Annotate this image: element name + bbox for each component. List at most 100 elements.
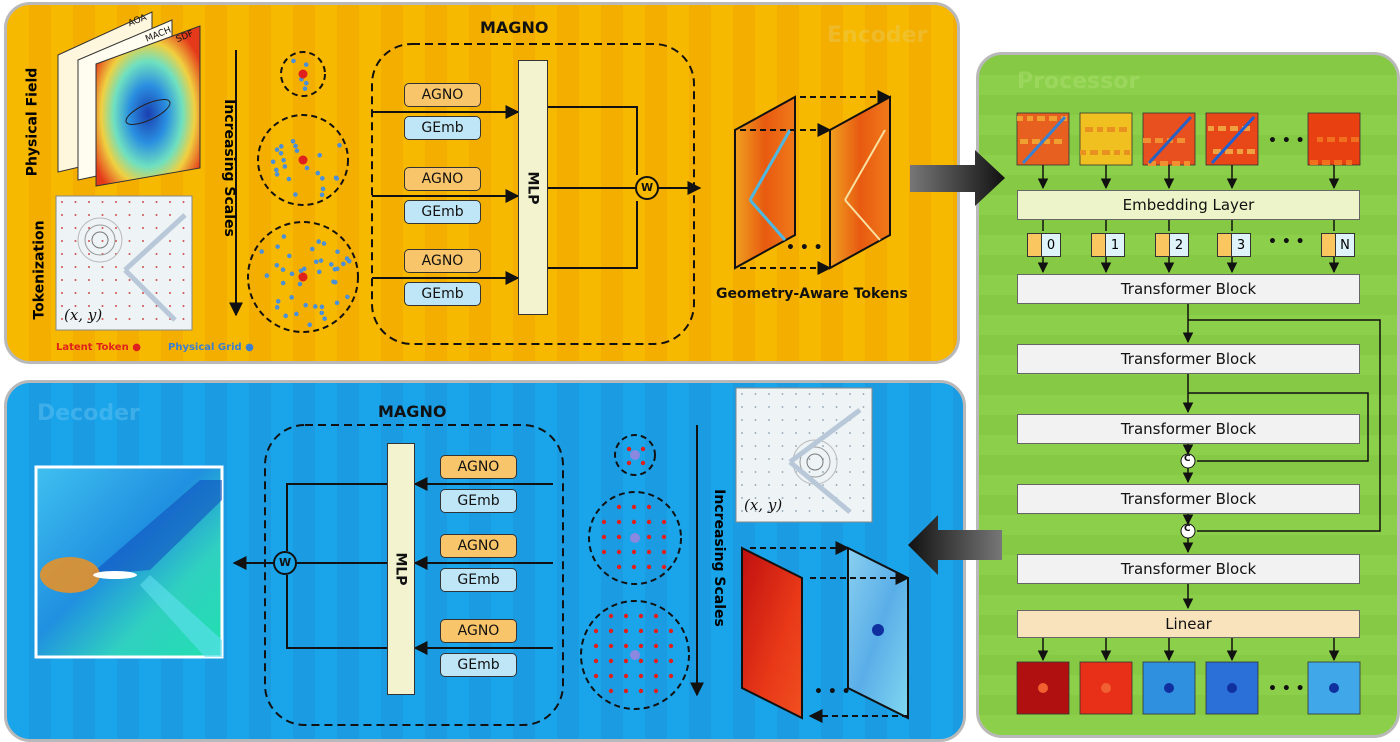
scale-dot (601, 534, 607, 540)
concat-node-1: C (1184, 454, 1191, 464)
patch-texture (1037, 116, 1043, 121)
grid-dot (88, 214, 90, 216)
patch-texture (1218, 126, 1224, 131)
decoder-gemb-2: GEmb (440, 568, 517, 592)
scale-dot (593, 643, 599, 649)
scale-dot (335, 249, 340, 255)
scale-dot (640, 460, 646, 466)
scale-dot (623, 628, 629, 634)
encoder-mlp: MLP (518, 60, 548, 315)
patch-texture (1172, 161, 1178, 166)
grid-dot (74, 305, 77, 307)
patch-feature (1227, 683, 1237, 693)
grid-dot (835, 484, 838, 486)
scale-dot (280, 267, 286, 272)
grid-dot (128, 227, 131, 229)
grid-dot (88, 266, 90, 268)
encoder-title: Encoder (827, 23, 928, 48)
grid-dot (182, 305, 185, 307)
decoder-w-node: W (279, 556, 292, 569)
scale-dot (289, 295, 294, 300)
grid-dot (768, 484, 770, 486)
geometry-aware-tokens-caption: Geometry-Aware Tokens (716, 286, 908, 302)
grid-dot (781, 497, 784, 499)
grid-dot (835, 471, 838, 473)
scale-dot (279, 144, 284, 149)
processor-input-patches (1016, 112, 1361, 166)
grid-dot (88, 240, 90, 242)
transformer-block-5: Transformer Block (1017, 554, 1360, 584)
grid-dot (115, 305, 117, 307)
grid-dot (862, 484, 865, 486)
grid-dot (768, 510, 770, 512)
scale-dot (320, 186, 326, 192)
grid-dot (61, 292, 63, 294)
scale-dot (608, 688, 614, 694)
grid-dot (862, 406, 865, 408)
grid-dot (808, 497, 811, 499)
decoder-mlp-label: MLP (393, 552, 409, 586)
grid-dot (74, 214, 77, 216)
grid-dot (61, 201, 63, 203)
grid-dot (822, 432, 824, 434)
scale-dot (623, 673, 629, 679)
processor-output-patches (1016, 661, 1361, 715)
grid-dot (741, 393, 743, 395)
scale-dot (289, 271, 295, 277)
decoder-gemb-1: GEmb (440, 489, 517, 513)
processor-title: Processor (1017, 69, 1140, 94)
scale-dot (646, 549, 652, 555)
grid-dot (74, 227, 77, 229)
linear-layer: Linear (1017, 610, 1360, 638)
scale-dot (608, 658, 614, 664)
scale-dot (302, 86, 308, 91)
scale-dot (638, 673, 644, 679)
latent-token-dot (298, 69, 308, 79)
latent-token-dot (298, 272, 308, 282)
grid-dot (862, 471, 865, 473)
encoder-w-node: W (641, 181, 654, 194)
grid-dot (862, 419, 865, 421)
scale-dot (286, 253, 292, 259)
scale-dot (593, 658, 599, 664)
grid-dot (115, 227, 117, 229)
grid-dot (768, 471, 770, 473)
grid-dot (182, 240, 185, 242)
grid-dot (795, 419, 797, 421)
scale-dot (316, 239, 321, 244)
grid-dot (795, 510, 797, 512)
grid-dot (182, 266, 185, 268)
patch-texture (1225, 149, 1231, 154)
scale-dot (274, 147, 280, 152)
latent-token-legend-text: Latent Token (56, 342, 129, 353)
grid-dot (849, 445, 851, 447)
scale-dot (332, 280, 338, 285)
scale-dot (303, 62, 309, 67)
grid-dot (795, 497, 797, 499)
grid-dot (169, 279, 171, 281)
patch-texture (1213, 149, 1219, 154)
grid-dot (754, 432, 757, 434)
grid-dot (88, 305, 90, 307)
grid-dot (822, 406, 824, 408)
encoder-to-processor-arrow (910, 150, 1005, 206)
scale-dot (301, 266, 307, 272)
scale-dot (318, 258, 324, 263)
grid-dot (101, 214, 104, 216)
scale-dot (337, 142, 342, 148)
grid-dot (101, 292, 104, 294)
patch-feature (1038, 683, 1048, 693)
scale-dot (264, 273, 270, 278)
scale-dot (608, 643, 614, 649)
decoder-scale-circles (580, 434, 690, 710)
encoder-mlp-label: MLP (525, 170, 541, 205)
grid-dot (835, 510, 838, 512)
grid-dot (835, 419, 838, 421)
scale-dot (313, 304, 318, 309)
grid-dot (155, 292, 158, 294)
query-center-dot (630, 533, 640, 543)
grid-dot (781, 471, 784, 473)
grid-dot (862, 497, 865, 499)
decoder-agno-3: AGNO (440, 619, 517, 643)
grid-dot (115, 201, 117, 203)
